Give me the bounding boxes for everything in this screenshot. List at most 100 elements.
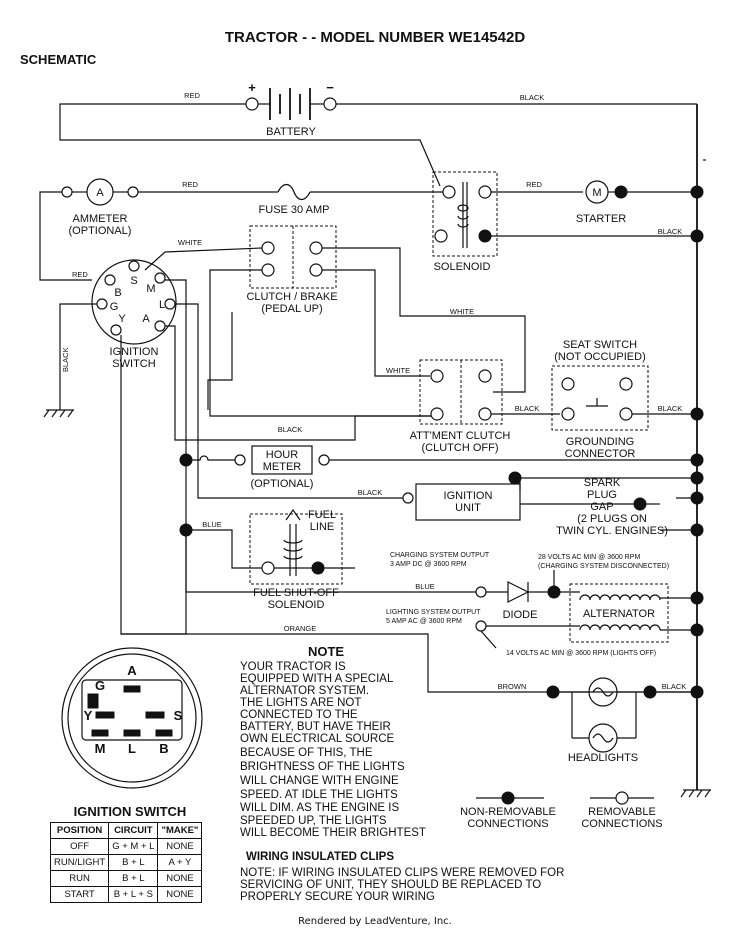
spark-plug-label-2: PLUG — [587, 489, 617, 501]
diode-label: DIODE — [503, 609, 538, 621]
hour-meter-label: HOUR — [266, 449, 298, 461]
table-cell: NONE — [157, 838, 203, 855]
wire-label-white-upper: WHITE — [450, 307, 474, 316]
switch-term-label-a: A — [142, 313, 150, 325]
page-title: TRACTOR - - MODEL NUMBER WE14542D — [225, 29, 525, 46]
seat-switch-not-occupied-label: (NOT OCCUPIED) — [554, 351, 645, 363]
note-line: WILL CHANGE WITH ENGINE — [240, 775, 399, 787]
solenoid-label: SOLENOID — [434, 261, 491, 273]
ground-symbol-right — [680, 789, 711, 798]
switch-term-label-y: Y — [118, 313, 126, 325]
fuel-line-label: FUEL — [308, 509, 336, 521]
switch-term-label-l: L — [159, 299, 165, 311]
ammeter-label: AMMETER — [73, 213, 128, 225]
starter-label: STARTER — [576, 213, 626, 225]
charging-output-label: CHARGING SYSTEM OUTPUT — [390, 552, 490, 559]
lighting-output: LIGHTING SYSTEM OUTPUT 5 AMP AC @ 3600 R… — [386, 609, 487, 632]
volts28-label: 28 VOLTS AC MIN @ 3600 RPM — [538, 554, 640, 561]
grounding-connector-label-2: CONNECTOR — [565, 448, 636, 460]
attment-clutch-label: ATT'MENT CLUTCH — [410, 430, 511, 442]
ignition-unit-label-2: UNIT — [455, 502, 481, 514]
ignition-switch: S M B G Y A L IGNITION SWITCH — [91, 259, 177, 370]
fuel-shutoff-label: FUEL SHUT-OFF — [253, 587, 339, 599]
hour-meter-optional-label: (OPTIONAL) — [251, 478, 314, 490]
wire-label-white-clutch: WHITE — [178, 238, 202, 247]
headlights-label: HEADLIGHTS — [568, 752, 638, 764]
wire-label-brown: BROWN — [498, 682, 527, 691]
attachment-clutch-switch: ATT'MENT CLUTCH (CLUTCH OFF) — [410, 359, 511, 454]
table-cell: G + M + L — [108, 838, 159, 855]
wire-label-red-ammeter: RED — [182, 180, 198, 189]
ignition-table-title: IGNITION SWITCH — [74, 804, 187, 819]
ammeter-symbol: A — [96, 187, 104, 199]
table-cell: B + L — [108, 870, 159, 887]
table-header: "MAKE" — [157, 822, 203, 839]
starter: M STARTER — [576, 180, 628, 225]
ammeter: A AMMETER (OPTIONAL) — [61, 178, 139, 237]
table-header-row: POSITION CIRCUIT "MAKE" — [49, 822, 203, 839]
switch-terminal-y — [110, 324, 122, 336]
note-heading: NOTE — [308, 644, 344, 659]
wire-label-black-battery: BLACK — [520, 93, 545, 102]
switch-terminal-a — [154, 320, 166, 332]
clips-line: SERVICING OF UNIT, THEY SHOULD BE REPLAC… — [240, 879, 541, 891]
footer-credit: Rendered by LeadVenture, Inc. — [298, 916, 452, 927]
ignition-switch-label: IGNITION — [110, 346, 159, 358]
table-cell: RUN — [49, 870, 110, 887]
fuel-shutoff-solenoid: FUEL LINE FUEL SHUT-OFF SOLENOID — [179, 508, 343, 611]
wire-label-black-solenoid: BLACK — [658, 227, 683, 236]
volts28-sublabel: (CHARGING SYSTEM DISCONNECTED) — [538, 563, 669, 570]
face-label-a: A — [127, 663, 137, 678]
fuel-line-label-2: LINE — [310, 521, 334, 533]
clips-line: PROPERLY SECURE YOUR WIRING — [240, 891, 435, 903]
solenoid: SOLENOID — [432, 171, 498, 273]
hour-meter-label-2: METER — [263, 461, 302, 473]
spark-twin-cyl-label: TWIN CYL. ENGINES) — [556, 525, 668, 537]
table-cell: NONE — [157, 870, 203, 887]
spark-plug-gap: SPARK PLUG GAP (2 PLUGS ON TWIN CYL. ENG… — [556, 477, 668, 537]
non-removable-label-2: CONNECTIONS — [467, 818, 548, 830]
diode: DIODE — [486, 581, 561, 621]
face-label-g: G — [95, 678, 105, 693]
fuel-shutoff-solenoid-label: SOLENOID — [268, 599, 325, 611]
charging-output: CHARGING SYSTEM OUTPUT 3 AMP DC @ 3600 R… — [390, 552, 490, 598]
table-cell: OFF — [49, 838, 110, 855]
table-cell: B + L + S — [108, 886, 159, 903]
note-line: SPEEDED UP, THE LIGHTS — [240, 815, 387, 827]
grounding-connector-label: GROUNDING — [566, 436, 634, 448]
note-line: YOUR TRACTOR IS — [240, 661, 346, 673]
spark-plug-label: SPARK — [584, 477, 621, 489]
ammeter-optional-label: (OPTIONAL) — [69, 225, 132, 237]
wiring-clips-note: WIRING INSULATED CLIPS NOTE: IF WIRING I… — [240, 851, 564, 903]
face-label-l: L — [128, 741, 136, 756]
wire-label-black-switch-ground: BLACK — [61, 347, 70, 372]
ignition-switch-table: POSITION CIRCUIT "MAKE" OFF G + M + L NO… — [49, 822, 203, 903]
table-row: OFF G + M + L NONE — [49, 838, 203, 855]
clips-heading: WIRING INSULATED CLIPS — [246, 851, 394, 863]
table-cell: A + Y — [157, 854, 203, 871]
note-block: NOTE YOUR TRACTOR IS EQUIPPED WITH A SPE… — [240, 644, 426, 839]
note-line: THE LIGHTS ARE NOT — [240, 697, 361, 709]
table-row: START B + L + S NONE — [49, 886, 203, 903]
wire-label-blue-charging: BLUE — [415, 582, 435, 591]
wire-label-black-attment: BLACK — [278, 425, 303, 434]
battery-plus-label: + — [248, 80, 256, 95]
removable-dot — [615, 791, 629, 805]
battery-minus-label: − — [326, 80, 334, 95]
clips-line: NOTE: IF WIRING INSULATED CLIPS WERE REM… — [240, 867, 564, 879]
lighting-output-label: LIGHTING SYSTEM OUTPUT — [386, 609, 481, 616]
note-line: ALTERNATOR SYSTEM. — [240, 685, 369, 697]
table-cell: NONE — [157, 886, 203, 903]
clutch-brake-label: CLUTCH / BRAKE — [246, 291, 337, 303]
face-label-s: S — [174, 708, 183, 723]
switch-terminal-s — [128, 260, 140, 272]
alternator-label: ALTERNATOR — [583, 608, 655, 620]
starter-symbol: M — [592, 187, 601, 199]
wire-label-white-lower: WHITE — [386, 366, 410, 375]
fuse: FUSE 30 AMP — [259, 183, 330, 216]
switch-terminal-m — [154, 272, 166, 284]
wire-label-red-switch: RED — [72, 270, 88, 279]
wire-label-red-starter: RED — [526, 180, 542, 189]
fuse-label: FUSE 30 AMP — [259, 204, 330, 216]
